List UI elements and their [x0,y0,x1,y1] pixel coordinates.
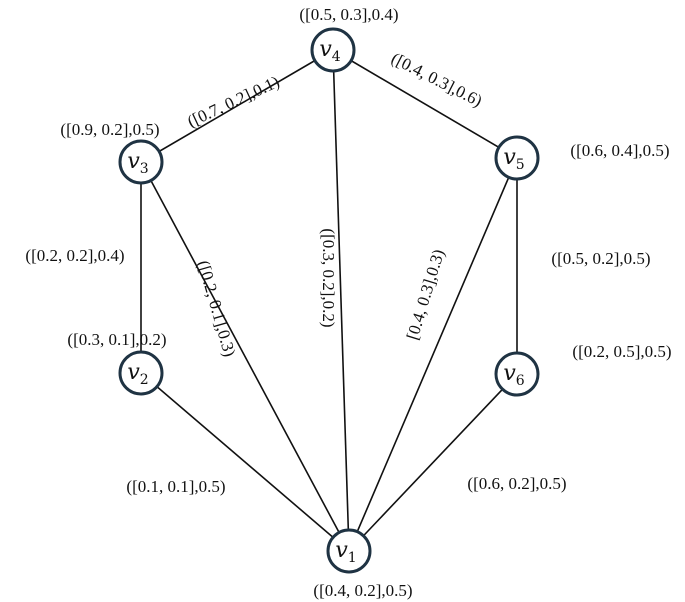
edge-label-v2-v1: ([0.1, 0.1],0.5) [126,477,225,496]
node-v5: v5 [494,135,540,181]
edge-v4-v5 [332,49,518,159]
node-v3: v3 [118,139,164,185]
node-name-v2: v2 [127,360,148,388]
edge-label-v4-v1: ([0.3, 0.2],0.2) [319,228,338,327]
node-circle-v3 [118,139,164,185]
node-v1: v1 [326,528,372,574]
edge-v6-v1 [348,373,518,552]
node-circle-v6 [494,351,540,397]
edge-label-v3-v1: ([0.2, 0.1],0.3) [194,258,240,359]
node-value-v2: ([0.3, 0.1],0.2) [67,330,166,349]
node-value-v5: ([0.6, 0.4],0.5) [570,141,669,160]
edge-v2-v1 [140,372,350,552]
edge-label-v3-v4: ([0.7, 0.2],0.1) [184,72,282,131]
edge-v4-v1 [332,49,350,552]
edge-labels-layer: ([0.7, 0.2],0.1) ([0.4, 0.3],0.6) ([0.2, 0… [25,49,650,496]
edge-v5-v1 [348,157,518,552]
node-name-v5: v5 [503,145,524,173]
nodes-layer: v1 v2 v3 v4 v5 v6 [118,27,540,574]
node-circle-v4 [310,27,356,73]
node-value-v4: ([0.5, 0.3],0.4) [299,5,398,24]
node-v2: v2 [118,350,164,396]
node-value-v1: ([0.4, 0.2],0.5) [313,581,412,600]
edges-layer [140,49,518,552]
edge-v3-v4 [140,49,334,163]
node-circle-v5 [494,135,540,181]
node-value-v3: ([0.9, 0.2],0.5) [60,120,159,139]
node-v4: v4 [310,27,356,73]
edge-label-v4-v5: ([0.4, 0.3],0.6) [388,49,485,111]
node-name-v6: v6 [503,361,524,389]
node-name-v1: v1 [335,538,356,566]
node-v6: v6 [494,351,540,397]
edge-label-v6-v1: ([0.6, 0.2],0.5) [467,474,566,493]
node-value-labels-layer: ([0.4, 0.2],0.5) ([0.3, 0.1],0.2) ([0.9, 0… [60,5,671,600]
edge-label-v3-v2: ([0.2, 0.2],0.4) [25,246,124,265]
edge-v3-v1 [140,161,350,552]
edge-label-v5-v6: ([0.5, 0.2],0.5) [551,249,650,268]
node-value-v6: ([0.2, 0.5],0.5) [572,342,671,361]
node-name-v4: v4 [319,37,340,65]
node-circle-v1 [326,528,372,574]
node-circle-v2 [118,350,164,396]
edge-label-v5-v1: [0.4, 0.3],0.3) [403,247,449,342]
node-name-v3: v3 [127,149,148,177]
